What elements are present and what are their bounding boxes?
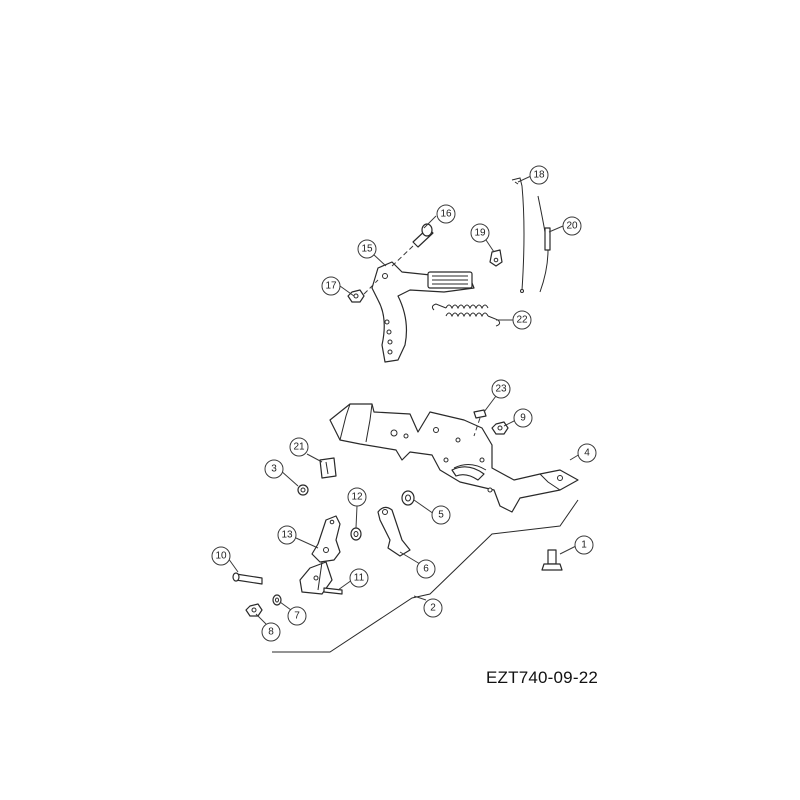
callout-16: 16: [436, 204, 456, 224]
callout-18: 18: [529, 165, 549, 185]
callout-13: 13: [277, 525, 297, 545]
assembly-outline: [272, 499, 579, 653]
link-arm: [377, 506, 411, 557]
bolt-8: [245, 603, 263, 617]
drawing-reference-code: EZT740-09-22: [486, 668, 599, 687]
callout-3: 3: [264, 459, 284, 479]
flange-nut: [491, 421, 509, 435]
svg-text:22: 22: [516, 315, 528, 326]
extension-spring: [431, 303, 501, 327]
svg-text:10: 10: [215, 551, 227, 562]
callout-8: 8: [261, 622, 281, 642]
svg-text:2: 2: [430, 603, 436, 614]
callout-21: 21: [289, 437, 309, 457]
pin-11: [323, 587, 343, 595]
bolt: [473, 409, 487, 437]
svg-text:3: 3: [271, 464, 277, 475]
callout-15: 15: [357, 239, 377, 259]
leader-lines: [227, 175, 581, 627]
svg-text:11: 11: [354, 573, 365, 584]
svg-text:17: 17: [325, 281, 337, 292]
callout-10: 10: [211, 546, 231, 566]
callout-7: 7: [287, 606, 307, 626]
callout-2: 2: [423, 598, 443, 618]
svg-text:6: 6: [423, 564, 429, 575]
washer-12: [350, 527, 362, 541]
clip: [319, 457, 337, 479]
mounting-bracket: [329, 403, 579, 513]
pedal-arm: [371, 261, 475, 363]
callout-19: 19: [470, 223, 490, 243]
callout-17: 17: [321, 276, 341, 296]
svg-text:21: 21: [293, 442, 305, 453]
svg-text:9: 9: [520, 413, 526, 424]
svg-text:5: 5: [438, 510, 444, 521]
callout-4: 4: [577, 443, 597, 463]
svg-text:18: 18: [533, 170, 545, 181]
svg-text:12: 12: [351, 492, 363, 503]
spring-clip: [489, 249, 503, 267]
callout-6: 6: [416, 559, 436, 579]
lock-nut: [347, 279, 379, 303]
svg-text:16: 16: [440, 209, 452, 220]
lever-assembly: [299, 515, 341, 595]
shoulder-bolt: [541, 549, 563, 571]
screw: [297, 484, 309, 496]
svg-text:4: 4: [584, 448, 590, 459]
svg-text:7: 7: [294, 611, 300, 622]
callout-5: 5: [431, 505, 451, 525]
callout-20: 20: [562, 216, 582, 236]
pin-10: [232, 572, 263, 585]
svg-text:8: 8: [268, 627, 274, 638]
callout-22: 22: [512, 310, 532, 330]
svg-text:23: 23: [495, 384, 507, 395]
callout-1: 1: [574, 535, 594, 555]
callout-23: 23: [491, 379, 511, 399]
callout-12: 12: [347, 487, 367, 507]
svg-text:15: 15: [361, 244, 373, 255]
svg-text:20: 20: [566, 221, 578, 232]
svg-text:1: 1: [581, 540, 587, 551]
callout-11: 11: [349, 568, 369, 588]
callout-9: 9: [513, 408, 533, 428]
washer-5: [401, 490, 415, 506]
clevis-pin: [389, 223, 434, 269]
svg-text:13: 13: [281, 530, 293, 541]
svg-text:19: 19: [474, 228, 486, 239]
washer-7: [272, 594, 282, 606]
cable: [537, 195, 551, 293]
control-rod: [511, 177, 525, 293]
